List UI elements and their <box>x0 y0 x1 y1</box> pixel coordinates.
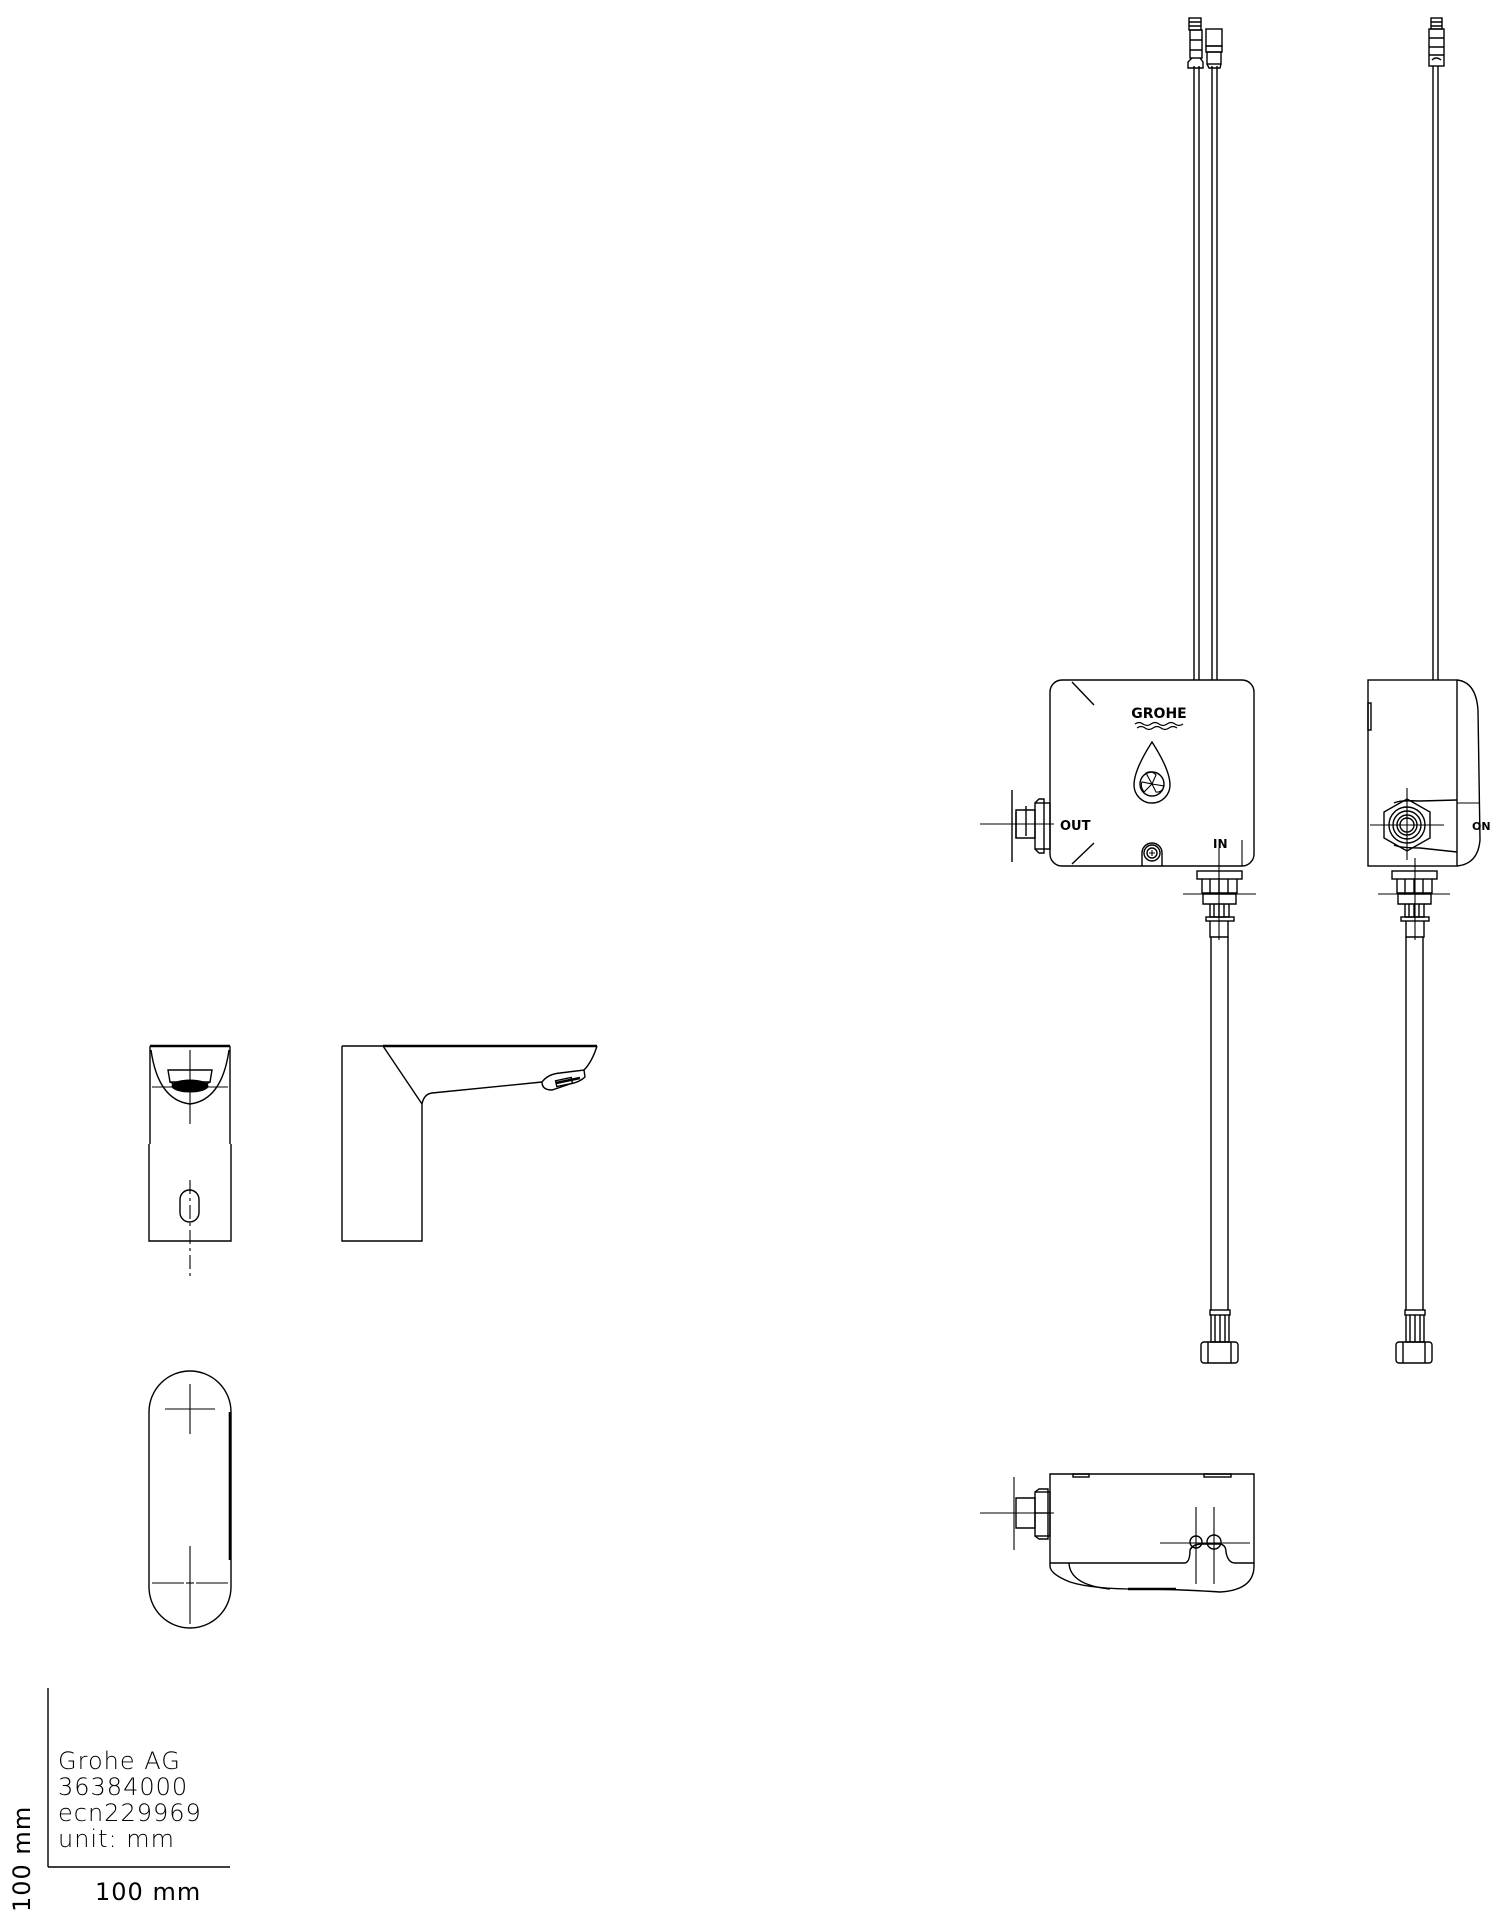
faucet-front-view <box>148 1044 232 1278</box>
horizontal-scale-label: 100 mm <box>95 1878 202 1906</box>
in-label: IN <box>1213 837 1228 851</box>
droplet-icon <box>1133 740 1171 804</box>
control-box-side-view: ON <box>1367 17 1491 1364</box>
faucet-side-view <box>341 1044 598 1242</box>
company-name: Grohe AG <box>58 1747 181 1775</box>
article-number: 36384000 <box>58 1773 189 1801</box>
faucet-top-view <box>148 1370 232 1629</box>
title-block: Grohe AG 36384000 ecn229969 unit: mm <box>58 1748 202 1852</box>
out-label: OUT <box>1060 819 1091 834</box>
vertical-scale-label: 100 mm <box>8 1805 36 1912</box>
control-box-bottom-view <box>980 1473 1255 1593</box>
ecn-number: ecn229969 <box>58 1799 202 1827</box>
control-box-front-view: GROHE OUT IN <box>980 17 1256 1364</box>
unit-label: unit: mm <box>58 1825 175 1853</box>
grohe-logo: GROHE <box>1131 706 1186 722</box>
side-label: ON <box>1472 820 1491 833</box>
scale-bar <box>47 1688 230 1868</box>
